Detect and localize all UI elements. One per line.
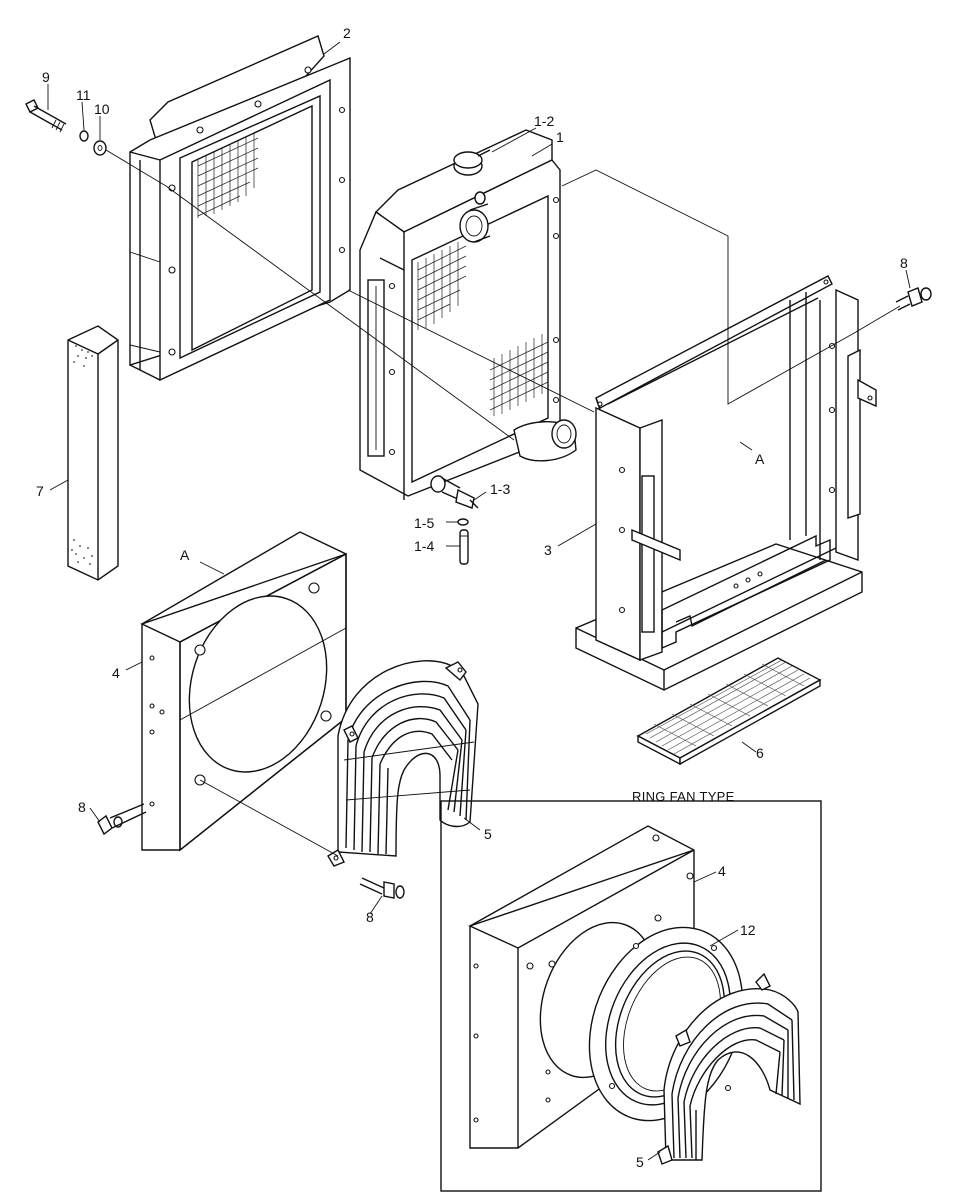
part-9-bolt bbox=[25, 99, 67, 133]
callout-1-3: 1-3 bbox=[490, 481, 510, 497]
part-1-2-radiator-cap bbox=[453, 149, 491, 176]
part-8-bolt-top bbox=[895, 287, 932, 311]
part-2-grille-frame bbox=[129, 35, 351, 382]
part-1-radiator bbox=[359, 129, 561, 500]
callout-8-bottom: 8 bbox=[366, 909, 374, 925]
lower-hose-pipe bbox=[513, 419, 577, 462]
callout-1: 1 bbox=[556, 129, 564, 145]
callout-11: 11 bbox=[76, 87, 91, 103]
ring-fan-type-title: RING FAN TYPE bbox=[632, 789, 735, 804]
callout-5-ring: 5 bbox=[636, 1154, 644, 1170]
part-8-bolt-bottom bbox=[359, 877, 405, 899]
part-10-washer bbox=[93, 140, 107, 156]
callout-9: 9 bbox=[42, 69, 50, 85]
part-6-foam-pad bbox=[636, 657, 822, 766]
callout-3: 3 bbox=[544, 542, 552, 558]
part-1-3-drain-cock bbox=[455, 488, 479, 509]
callout-1-2: 1-2 bbox=[534, 113, 554, 129]
radiator-core-mesh-top bbox=[417, 242, 467, 330]
callout-12: 12 bbox=[740, 922, 756, 938]
part-11-lock-washer bbox=[79, 130, 89, 142]
callout-6: 6 bbox=[756, 745, 764, 761]
callout-8-left: 8 bbox=[78, 799, 86, 815]
callout-labels: 2 1-2 1 9 11 10 8 7 1-3 1-5 1-4 3 A A 4 … bbox=[36, 25, 908, 1170]
ring-fan-guard bbox=[657, 972, 801, 1165]
grille-mesh bbox=[197, 132, 259, 218]
part-1-5-o-ring bbox=[457, 518, 469, 526]
callout-1-4: 1-4 bbox=[414, 538, 434, 554]
part-4-fan-shroud bbox=[140, 531, 347, 852]
upper-hose-pipe bbox=[459, 191, 491, 243]
part-5-fan-guard bbox=[327, 660, 479, 867]
callout-5: 5 bbox=[484, 826, 492, 842]
callout-4: 4 bbox=[112, 665, 120, 681]
part-7-foam-strip bbox=[67, 325, 119, 581]
callout-ref-a-shroud: A bbox=[180, 547, 190, 563]
part-3-radiator-mount-frame bbox=[575, 275, 877, 691]
drain-fitting bbox=[430, 475, 461, 501]
callout-1-5: 1-5 bbox=[414, 515, 434, 531]
callout-leaders bbox=[47, 41, 911, 1161]
callout-4-ring: 4 bbox=[718, 863, 726, 879]
callout-7: 7 bbox=[36, 483, 44, 499]
callout-ref-a-radiator: A bbox=[755, 451, 765, 467]
part-8-bolt-left bbox=[97, 803, 147, 836]
callout-8-top: 8 bbox=[900, 255, 908, 271]
callout-2: 2 bbox=[343, 25, 351, 41]
part-1-4-drain-plug bbox=[459, 529, 469, 565]
ring-fan-inset: RING FAN TYPE bbox=[440, 789, 822, 1192]
callout-10: 10 bbox=[94, 101, 110, 117]
